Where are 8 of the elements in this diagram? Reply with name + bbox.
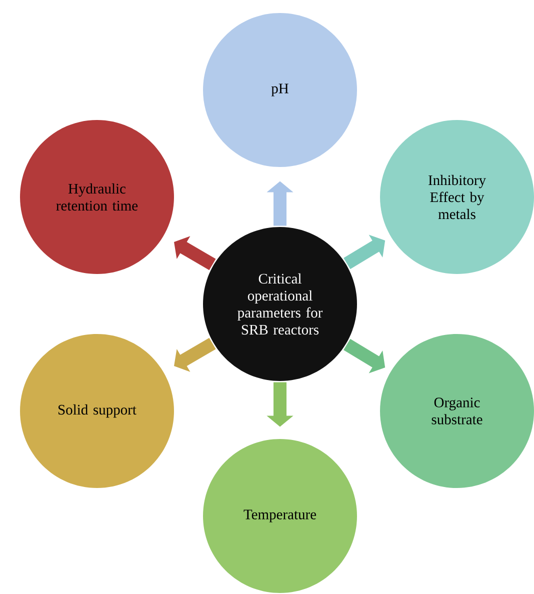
circle-node: pH <box>203 13 357 167</box>
circle-node: Hydraulic retention time <box>20 120 174 274</box>
circle-node: Temperature <box>203 439 357 593</box>
circle-node: Solid support <box>20 334 174 488</box>
circle-node: Critical operational parameters for SRB reactors <box>203 227 357 381</box>
circle-node: Organic substrate <box>380 334 534 488</box>
circle-node: Inhibitory Effect by metals <box>380 120 534 274</box>
block-arrow <box>174 338 216 372</box>
